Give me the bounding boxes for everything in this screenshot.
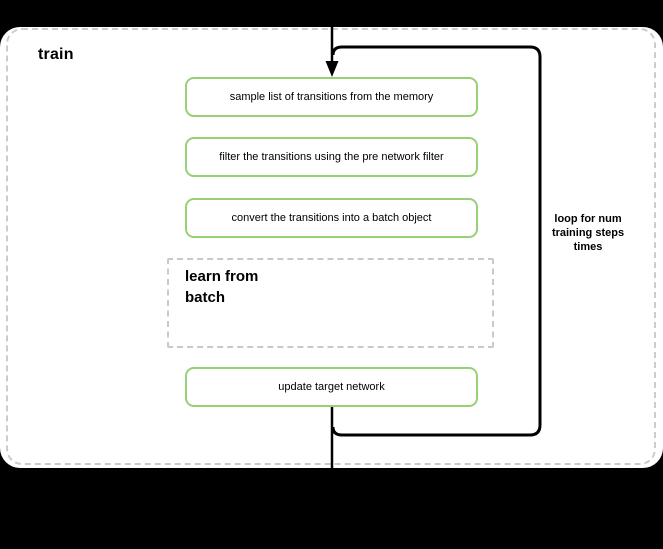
learn-from-batch-label: learn from batch — [185, 268, 259, 306]
train-group-label: train — [38, 46, 74, 63]
step-sample-transitions: sample list of transitions from the memo… — [185, 77, 478, 117]
step-update-target-network-label: update target network — [278, 381, 385, 393]
step-filter-transitions-label: filter the transitions using the pre net… — [219, 151, 444, 163]
incoming-arrow-head — [325, 61, 339, 77]
step-convert-batch-label: convert the transitions into a batch obj… — [231, 212, 432, 224]
learn-from-batch-box: learn from batch — [167, 258, 494, 348]
step-sample-transitions-label: sample list of transitions from the memo… — [229, 91, 434, 103]
loop-label: loop for num training steps times — [551, 213, 625, 253]
step-update-target-network: update target network — [185, 367, 478, 407]
step-convert-batch: convert the transitions into a batch obj… — [185, 198, 478, 238]
step-filter-transitions: filter the transitions using the pre net… — [185, 137, 478, 177]
loop-path — [331, 45, 542, 437]
